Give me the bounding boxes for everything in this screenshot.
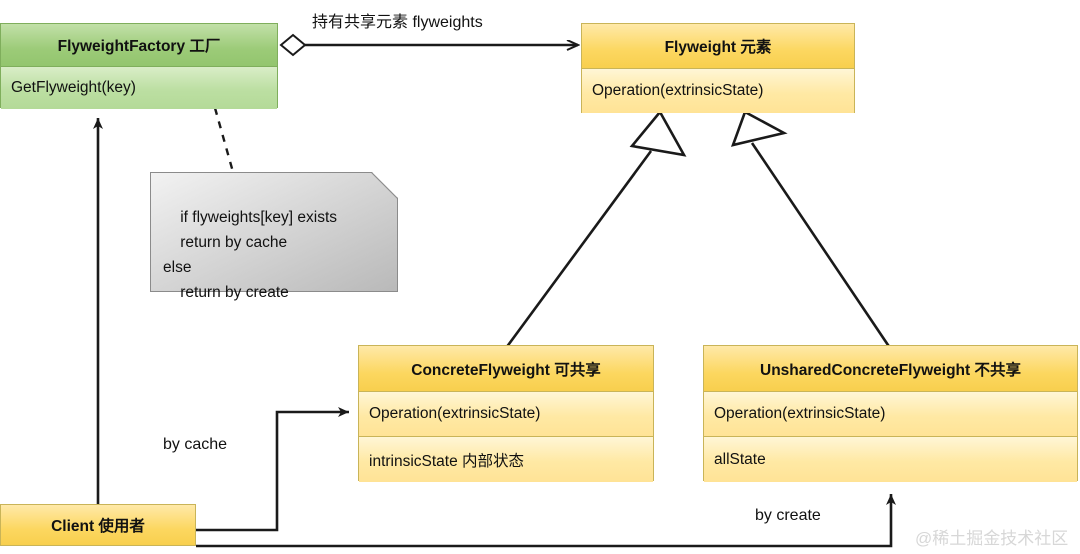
- edge-client-by-cache: [196, 407, 349, 532]
- class-member-unshared-allstate: allState: [704, 437, 1077, 482]
- edge-label-by-create: by create: [755, 507, 821, 524]
- edge-generalization-unshared-flyweight: [730, 110, 892, 349]
- class-member-flyweight-operation: Operation(extrinsicState): [582, 69, 854, 113]
- note-fold-line: [371, 172, 398, 199]
- class-box-unsharedconcreteflyweight[interactable]: UnsharedConcreteFlyweight 不共享 Operation(…: [703, 345, 1078, 482]
- class-box-flyweight[interactable]: Flyweight 元素 Operation(extrinsicState): [581, 23, 855, 113]
- edge-label-aggregation: 持有共享元素 flyweights: [312, 14, 483, 31]
- class-box-flyweightfactory[interactable]: FlyweightFactory 工厂 GetFlyweight(key): [0, 23, 278, 109]
- note-flyweightfactory-logic: if flyweights[key] exists return by cach…: [150, 172, 398, 301]
- class-box-client[interactable]: Client 使用者: [0, 504, 196, 546]
- edge-generalization-concrete-flyweight: [504, 109, 687, 349]
- class-member-concrete-intrinsicstate: intrinsicState 内部状态: [359, 437, 653, 482]
- class-title-unsharedconcreteflyweight: UnsharedConcreteFlyweight 不共享: [704, 346, 1077, 392]
- edge-note-anchor: [213, 107, 235, 173]
- note-text: if flyweights[key] exists return by cach…: [163, 209, 338, 301]
- class-member-unshared-operation: Operation(extrinsicState): [704, 392, 1077, 437]
- edge-aggregation-factory-flyweight: [279, 33, 578, 57]
- class-member-concrete-operation: Operation(extrinsicState): [359, 392, 653, 437]
- class-member-getflyweight: GetFlyweight(key): [1, 67, 277, 109]
- edge-label-by-cache: by cache: [163, 436, 228, 453]
- note-fold-corner: [372, 172, 398, 198]
- class-title-concreteflyweight: ConcreteFlyweight 可共享: [359, 346, 653, 392]
- class-title-flyweightfactory: FlyweightFactory 工厂: [1, 24, 277, 67]
- class-box-concreteflyweight[interactable]: ConcreteFlyweight 可共享 Operation(extrinsi…: [358, 345, 654, 482]
- class-title-client: Client 使用者: [1, 505, 195, 545]
- watermark: @稀土掘金技术社区: [915, 529, 1069, 548]
- class-title-flyweight: Flyweight 元素: [582, 24, 854, 69]
